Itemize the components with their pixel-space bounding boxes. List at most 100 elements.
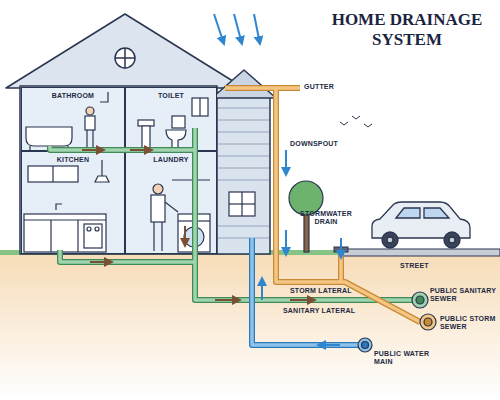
sanitary-pipe xyxy=(50,128,412,300)
public-pipes xyxy=(424,318,432,326)
toilet-fixtures xyxy=(199,98,200,116)
birds xyxy=(340,116,372,127)
callout-label: PUBLIC SANITARY SEWER xyxy=(430,287,498,304)
birds xyxy=(352,116,360,119)
rain-arrows xyxy=(254,14,260,44)
flow-arrows-blue xyxy=(318,344,340,346)
kitchen-fixtures xyxy=(84,224,102,248)
room-box: TOILET xyxy=(125,87,217,151)
house xyxy=(212,70,276,98)
house xyxy=(6,14,244,88)
flow-arrows-blue xyxy=(261,278,263,300)
callout-label: STORMWATER DRAIN xyxy=(300,210,352,227)
tree xyxy=(289,181,323,215)
storm-pipe xyxy=(225,88,420,322)
callout-label: SANITARY LATERAL xyxy=(283,307,363,315)
callout-label: PUBLIC WATER MAIN xyxy=(374,350,434,367)
flow-arrows-brown xyxy=(215,299,240,301)
car xyxy=(424,208,449,218)
bathroom-fixtures xyxy=(29,146,30,150)
flow-arrows-blue xyxy=(262,150,341,345)
laundry-fixtures xyxy=(165,202,178,212)
street xyxy=(340,249,500,256)
rain-arrows xyxy=(234,14,242,44)
bathroom-fixtures xyxy=(26,127,72,146)
toilet-fixtures xyxy=(138,120,154,126)
kitchen-fixtures xyxy=(77,220,78,252)
stormwater-drain-grate xyxy=(334,247,348,252)
ground xyxy=(0,254,500,400)
callout-label: STREET xyxy=(400,262,440,270)
kitchen-fixtures xyxy=(50,220,51,252)
bathroom-fixtures xyxy=(26,92,108,150)
annex-window xyxy=(229,203,255,204)
annex-siding xyxy=(218,120,269,121)
house xyxy=(115,48,135,68)
laundry-fixtures xyxy=(151,180,210,252)
kitchen-fixtures xyxy=(52,166,53,182)
sanitary-pipe xyxy=(50,128,412,300)
tree xyxy=(304,212,309,252)
diagram-title: HOME DRAINAGE SYSTEM xyxy=(318,10,496,49)
bathroom-fixtures xyxy=(100,92,108,102)
public-pipes xyxy=(412,292,428,308)
laundry-fixtures xyxy=(153,184,163,194)
flow-arrows-blue xyxy=(340,238,342,258)
annex-window xyxy=(229,192,255,216)
kitchen-fixtures xyxy=(87,227,91,231)
room-label: LAUNDRY xyxy=(126,156,216,163)
flow-arrows-brown xyxy=(82,149,104,151)
laundry-fixtures xyxy=(151,195,165,222)
house xyxy=(124,48,126,68)
kitchen-fixtures xyxy=(101,160,102,176)
room-label: KITCHEN xyxy=(22,156,124,163)
callout-label: GUTTER xyxy=(304,83,344,91)
annex-window xyxy=(229,192,255,216)
flow-arrows-brown xyxy=(82,150,315,300)
car xyxy=(382,232,398,248)
kitchen-fixtures xyxy=(24,160,109,252)
bathroom-fixtures xyxy=(67,146,68,150)
toilet-fixtures xyxy=(172,116,185,128)
flow-arrows-brown xyxy=(184,226,186,246)
rain-arrows xyxy=(214,14,224,44)
kitchen-fixtures xyxy=(95,176,109,182)
house xyxy=(217,96,270,254)
bathroom-fixtures xyxy=(85,116,95,130)
house xyxy=(20,86,217,254)
callout-label: STORM LATERAL xyxy=(290,287,360,295)
kitchen-fixtures xyxy=(56,204,62,210)
annex-siding xyxy=(218,132,269,133)
toilet-fixtures xyxy=(138,98,208,148)
laundry-fixtures xyxy=(178,214,210,252)
ground xyxy=(0,250,500,400)
annex-siding xyxy=(218,108,269,109)
laundry-fixtures xyxy=(161,222,162,251)
bathroom-fixtures xyxy=(86,107,94,115)
bathroom-fixtures xyxy=(92,130,93,148)
room-label: BATHROOM xyxy=(22,92,124,99)
room-box: BATHROOM xyxy=(21,87,125,151)
callout-label: DOWNSPOUT xyxy=(290,140,350,148)
laundry-fixtures xyxy=(184,227,204,247)
car xyxy=(444,232,460,248)
public-pipes xyxy=(420,314,436,330)
annex-siding xyxy=(218,238,269,239)
kitchen-fixtures xyxy=(24,214,106,252)
public-pipes xyxy=(416,296,424,304)
public-pipes xyxy=(362,342,369,349)
birds xyxy=(364,124,372,127)
kitchen-fixtures xyxy=(95,227,99,231)
toilet-fixtures xyxy=(142,126,150,148)
annex-siding xyxy=(218,226,269,227)
public-pipes xyxy=(358,338,372,352)
bathroom-fixtures xyxy=(86,130,87,148)
room-label: TOILET xyxy=(126,92,216,99)
flow-arrows-brown xyxy=(90,261,112,263)
annex-siding xyxy=(218,180,269,181)
flow-arrows-brown xyxy=(130,149,152,151)
flow-arrows-blue xyxy=(285,230,287,255)
annex-siding xyxy=(218,144,269,145)
